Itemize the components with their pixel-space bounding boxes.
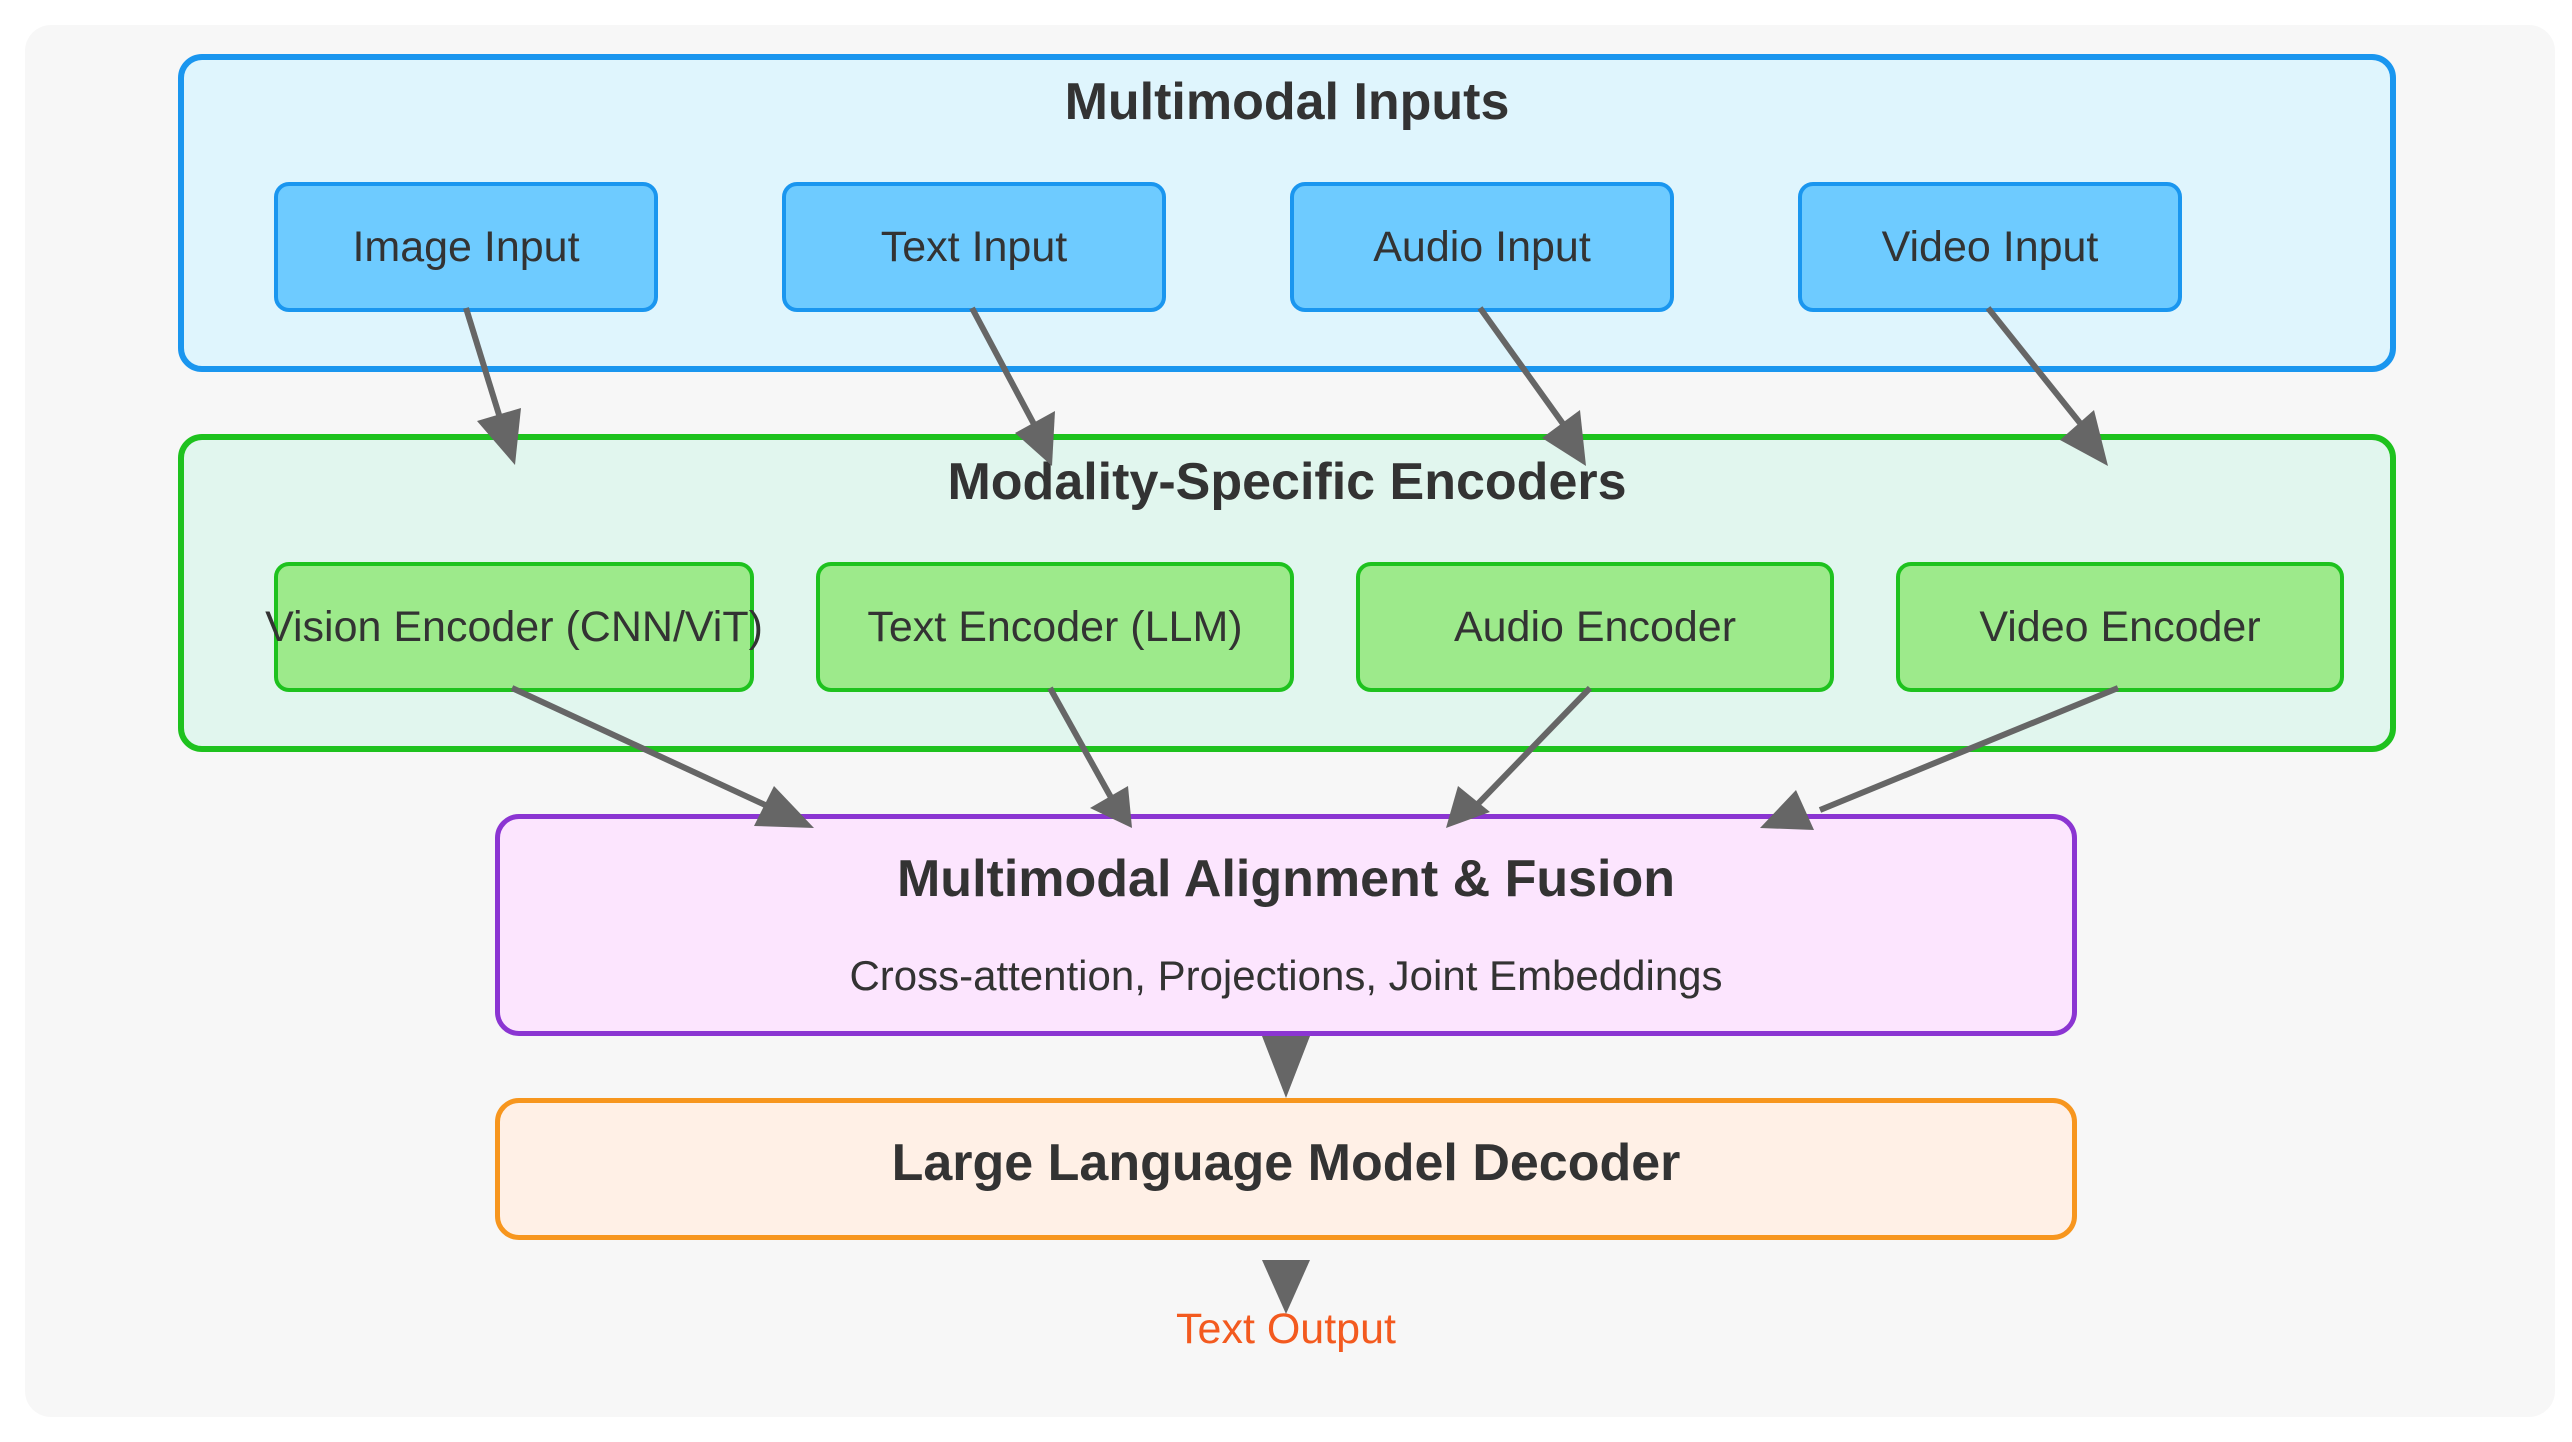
alignment-fusion-group: Multimodal Alignment & Fusion Cross-atte… [495,814,2077,1036]
edge-vision-to-fusion [510,685,778,813]
arrowhead-fusion-from-audio [1446,786,1490,828]
edge-audio-encoder-to-fusion [1469,685,1593,813]
alignment-fusion-title: Multimodal Alignment & Fusion [896,850,1676,908]
arrowhead-fusion-from-vision [754,786,814,828]
multimodal-inputs-title: Multimodal Inputs [1064,73,1510,131]
arrowhead-vision [477,408,521,465]
vision-encoder-label: Vision Encoder (CNN/ViT) [265,602,763,651]
edge-video-to-video-encoder [1985,306,2087,430]
vision-encoder-node: Vision Encoder (CNN/ViT) [265,562,763,692]
alignment-fusion-subtitle: Cross-attention, Projections, Joint Embe… [849,952,1723,999]
llm-decoder-group: Large Language Model Decoder [495,1098,2077,1240]
arrowhead-video-encoder [2060,410,2108,466]
edge-text-encoder-to-fusion [1047,686,1121,812]
text-encoder-node: Text Encoder (LLM) [816,562,1294,692]
modality-encoders-group: Modality-Specific Encoders Vision Encode… [178,434,2396,752]
audio-input-label: Audio Input [1373,222,1591,271]
arrowhead-fusion-from-text [1090,786,1132,828]
audio-encoder-node: Audio Encoder [1356,562,1834,692]
arrowhead-audio-encoder [1542,410,1586,466]
audio-encoder-label: Audio Encoder [1453,602,1737,651]
edge-audio-to-audio-encoder [1477,306,1569,430]
edge-video-encoder-to-fusion [1818,685,2120,813]
video-input-node: Video Input [1798,182,2182,312]
edge-image-to-vision [463,307,503,419]
modality-encoders-title: Modality-Specific Encoders [947,453,1627,511]
image-input-label: Image Input [352,222,580,271]
video-input-label: Video Input [1881,222,2099,271]
text-encoder-label: Text Encoder (LLM) [867,602,1243,651]
video-encoder-node: Video Encoder [1896,562,2344,692]
image-input-node: Image Input [274,182,658,312]
arrowhead-text-encoder [1015,411,1055,466]
text-input-label: Text Input [880,222,1068,271]
llm-decoder-title: Large Language Model Decoder [891,1134,1681,1192]
edge-text-to-text-encoder [969,306,1039,430]
arrowhead-output [1262,1260,1310,1314]
arrowhead-fusion-from-video [1760,790,1814,830]
arrowhead-decoder [1262,1036,1310,1098]
video-encoder-label: Video Encoder [1979,602,2261,651]
multimodal-inputs-group: Multimodal Inputs Image Input Text Input… [178,54,2396,372]
